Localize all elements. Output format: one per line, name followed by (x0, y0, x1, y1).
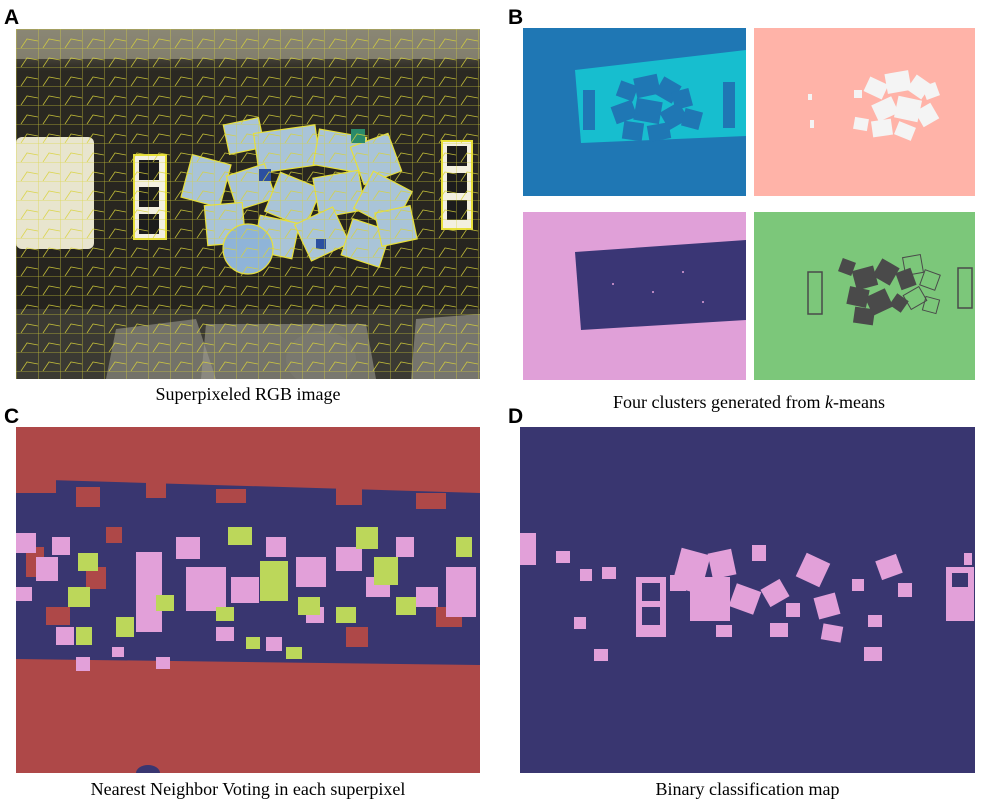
voting-map (16, 427, 480, 773)
panel-d-caption: Binary classification map (655, 779, 840, 799)
binary-classification-map (520, 427, 975, 773)
panel-b-caption-italic: k (824, 392, 833, 412)
panel-c-caption: Nearest Neighbor Voting in each superpix… (90, 779, 406, 799)
panel-a-caption: Superpixeled RGB image (155, 384, 341, 404)
panel-c-letter: C (4, 405, 20, 428)
cluster-map-2 (754, 28, 975, 196)
panel-b-letter: B (508, 6, 524, 29)
superpixeled-rgb-image (16, 29, 480, 379)
cluster-map-3 (523, 212, 746, 380)
panel-b-caption-suffix: -means (832, 392, 885, 412)
panel-b-caption-prefix: Four clusters generated from (613, 392, 825, 412)
cluster-map-1 (523, 28, 746, 196)
panel-a-letter: A (4, 6, 20, 29)
cluster-map-4 (754, 212, 975, 380)
panel-d-letter: D (508, 405, 524, 428)
panel-b-caption: Four clusters generated from k-means (523, 392, 975, 413)
